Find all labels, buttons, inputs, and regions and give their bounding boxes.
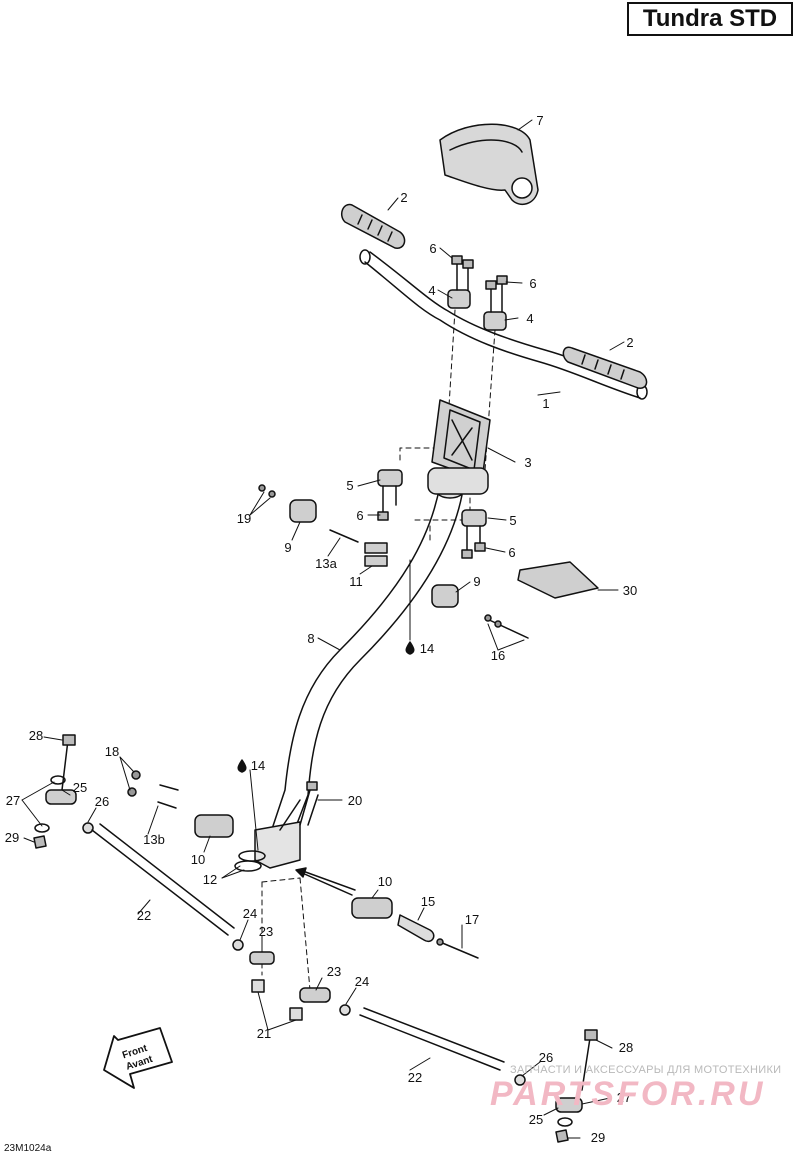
callout-label: 9 [284,540,291,555]
left-tie-rod-part [91,823,275,993]
callout-label: 30 [623,583,637,598]
right-tie-rod-end-inner-part [289,987,351,1021]
assembly-arrow [295,867,353,896]
callout-label: 26 [539,1050,553,1065]
callout-label: 6 [529,276,536,291]
left-grip-part [341,203,406,249]
callout-label: 23 [259,924,273,939]
callout-label: 4 [428,283,435,298]
bolt-16-part [484,614,529,639]
watermark-logo-text: PARTSFOR.RU [490,1075,766,1113]
upper-clamps-part [447,255,508,331]
callout-label: 18 [105,744,119,759]
lubricant-drop-icon [237,759,247,773]
callout-label: 10 [378,874,392,889]
callout-label: 22 [408,1070,422,1085]
callout-label: 13b [143,832,165,847]
bolt-20-part [299,781,319,826]
callout-label: 6 [429,241,436,256]
callout-label: 20 [348,793,362,808]
callout-label: 7 [536,113,543,128]
callout-label: 24 [355,974,369,989]
diagram-code: 23M1024a [4,1143,52,1154]
leader-lines [21,119,625,1139]
callout-label: 29 [5,830,19,845]
callout-label: 26 [95,794,109,809]
lower-bushing-left-part [127,770,234,838]
callout-label: 5 [346,478,353,493]
callout-label: 15 [421,894,435,909]
callout-label: 3 [524,455,531,470]
steering-column-part [254,467,489,869]
upper-bushing-right-part [431,584,459,608]
callout-label: 19 [237,511,251,526]
callout-label: 8 [307,631,314,646]
callout-label: 6 [508,545,515,560]
right-tie-rod-end-part [555,1029,598,1143]
model-title-box: Tundra STD [627,2,793,36]
callout-label: 17 [465,912,479,927]
callout-label: 9 [473,574,480,589]
callout-label: 5 [509,513,516,528]
watermark-tagline: ЗАПЧАСТИ И АКСЕССУАРЫ ДЛЯ МОТОТЕХНИКИ [510,1064,782,1076]
callout-label: 23 [327,964,341,979]
callout-label: 4 [526,311,533,326]
right-grip-part [562,346,648,389]
callout-label: 21 [257,1026,271,1041]
callout-label: 28 [619,1040,633,1055]
callout-label: 25 [73,780,87,795]
callout-label: 22 [137,908,151,923]
lubricant-drop-icon [405,641,415,655]
handlebar-cover-part [439,123,539,206]
front-direction-arrow [103,1027,173,1089]
callout-label: 27 [617,1090,631,1105]
callout-label: 12 [203,872,217,887]
callout-label: 14 [420,641,434,656]
callout-label: 16 [491,648,505,663]
shaft-spacers-part [329,529,388,567]
callout-label: 1 [542,396,549,411]
callout-label: 6 [356,508,363,523]
callout-label: 28 [29,728,43,743]
rings-12-part [234,850,266,872]
callout-label: 2 [400,190,407,205]
plate-30-part [517,561,599,599]
callout-label: 25 [529,1112,543,1127]
right-tie-rod-part [359,1007,526,1086]
mid-clamps-part [377,469,487,559]
lower-bushing-right-part [299,869,479,959]
callout-label: 27 [6,793,20,808]
callout-label: 14 [251,758,265,773]
callout-label: 2 [626,335,633,350]
callout-label: 29 [591,1130,605,1145]
callout-label: 24 [243,906,257,921]
callout-label: 11 [349,574,363,589]
upper-bushing-left-part [258,484,317,523]
model-title: Tundra STD [642,5,778,32]
callout-label: 10 [191,852,205,867]
callout-label: 13a [315,556,337,571]
